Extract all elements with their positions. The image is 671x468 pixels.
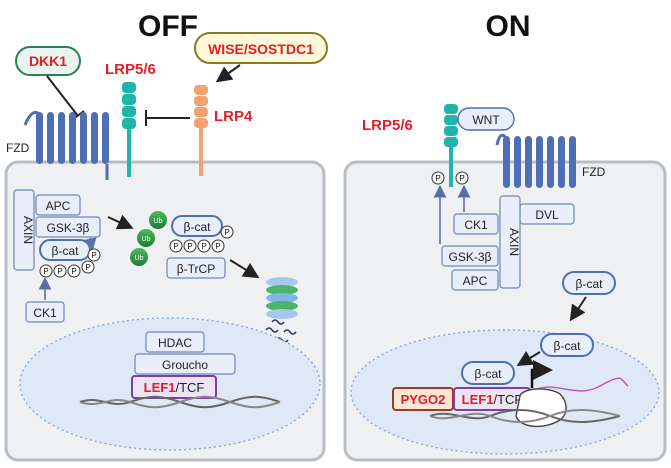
- svg-text:APC: APC: [46, 199, 71, 213]
- svg-text:P: P: [459, 174, 464, 183]
- svg-text:CK1: CK1: [33, 306, 57, 320]
- lrp4-receptor: [194, 85, 208, 176]
- svg-text:P: P: [43, 267, 48, 276]
- svg-text:P: P: [57, 267, 62, 276]
- bcat-nuclear-entry: β-cat: [540, 333, 594, 357]
- svg-text:CK1: CK1: [464, 218, 488, 232]
- fzd-label-on: FZD: [582, 165, 606, 179]
- svg-text:PYGO2: PYGO2: [401, 392, 446, 407]
- svg-text:P: P: [201, 242, 206, 251]
- bcat-cytoplasm-on: β-cat: [562, 271, 616, 295]
- svg-text:GSK-3β: GSK-3β: [47, 221, 90, 235]
- dkk1-badge: DKK1: [15, 46, 81, 76]
- on-title: ON: [486, 10, 531, 43]
- fzd-label-off: FZD: [6, 141, 30, 155]
- lrp4-label: LRP4: [214, 108, 253, 125]
- svg-text:APC: APC: [463, 274, 488, 288]
- svg-text:AXIN: AXIN: [507, 228, 521, 256]
- svg-text:β-cat: β-cat: [475, 367, 503, 381]
- svg-text:P: P: [173, 242, 178, 251]
- wise-badge: WISE/SOSTDC1: [194, 32, 328, 64]
- svg-text:DKK1: DKK1: [29, 53, 67, 69]
- svg-text:GSK-3β: GSK-3β: [449, 250, 492, 264]
- svg-text:β-cat: β-cat: [554, 339, 582, 353]
- activator-complex-on: β-cat PYGO2 LEF1/TCF: [392, 361, 531, 411]
- lrp56-label-off: LRP5/6: [105, 61, 156, 78]
- svg-text:HDAC: HDAC: [158, 336, 192, 350]
- wnt-ligand: WNT: [457, 107, 515, 131]
- lrp56-receptor-off: [122, 82, 136, 177]
- svg-text:β-cat: β-cat: [576, 277, 604, 291]
- off-title: OFF: [138, 10, 198, 43]
- svg-text:P: P: [71, 267, 76, 276]
- svg-text:P: P: [224, 228, 229, 237]
- svg-text:P: P: [215, 242, 220, 251]
- svg-text:LEF1/TCF: LEF1/TCF: [144, 380, 205, 395]
- transcription-on: [429, 360, 629, 427]
- dna-off: [79, 395, 281, 409]
- dkk1-inhibit: [46, 75, 79, 117]
- lrp56-label-on: LRP5/6: [362, 117, 413, 134]
- svg-text:LEF1/TCF: LEF1/TCF: [462, 392, 523, 407]
- fzd-receptor-on: [495, 133, 576, 188]
- fzd-receptor-off: [23, 110, 109, 180]
- svg-text:DVL: DVL: [535, 208, 559, 222]
- svg-text:Groucho: Groucho: [162, 358, 208, 372]
- svg-text:AXIN: AXIN: [21, 216, 35, 244]
- svg-text:P: P: [91, 251, 96, 260]
- svg-text:Ub: Ub: [154, 218, 163, 225]
- svg-text:Ub: Ub: [142, 236, 151, 243]
- svg-text:P: P: [435, 174, 440, 183]
- svg-text:WNT: WNT: [472, 113, 500, 127]
- svg-text:β-cat: β-cat: [184, 220, 212, 234]
- proteasome: [265, 277, 298, 343]
- signalosome-on: DVL AXIN CK1 GSK-3β APC: [433, 184, 575, 291]
- lrp56-receptor-on: [444, 104, 458, 187]
- svg-text:P: P: [187, 242, 192, 251]
- destruction-complex-off: AXIN APC GSK-3β β-cat P P P P P CK1: [13, 189, 101, 323]
- svg-text:WISE/SOSTDC1: WISE/SOSTDC1: [208, 41, 314, 57]
- svg-text:Ub: Ub: [135, 255, 144, 262]
- ubiquitinated-bcat: Ub Ub Ub β-cat P P P P P β-TrCP: [130, 211, 234, 279]
- svg-text:β-TrCP: β-TrCP: [177, 262, 215, 276]
- svg-text:P: P: [85, 263, 90, 272]
- svg-text:β-cat: β-cat: [52, 244, 80, 258]
- repressor-complex-off: HDAC Groucho LEF1/TCF: [131, 331, 236, 399]
